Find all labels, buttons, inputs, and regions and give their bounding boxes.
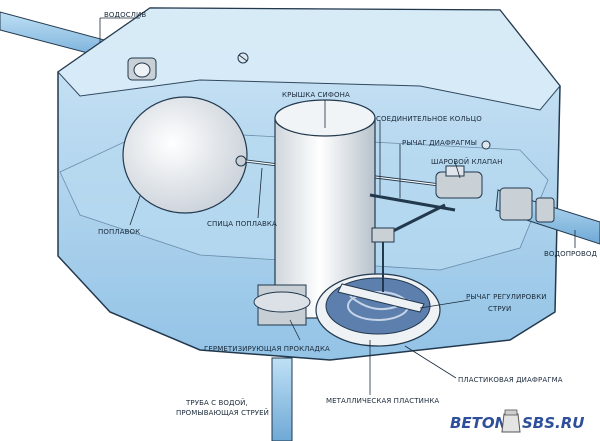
water-supply-pipe <box>495 187 600 245</box>
label-diaphragm-lever: РЫЧАГ ДИАФРАГМЫ <box>402 139 477 147</box>
label-coupling-ring: СОЕДИНИТЕЛЬНОЕ КОЛЬЦО <box>376 115 482 123</box>
label-metal-plate: МЕТАЛЛИЧЕСКАЯ ПЛАСТИНКА <box>326 397 439 405</box>
lid-screw-icon <box>237 52 491 150</box>
watermark-left: BETON <box>450 414 508 432</box>
overflow-fitting <box>127 57 157 81</box>
watermark-right: SBS.RU <box>522 414 584 432</box>
label-overflow: ВОДОСЛИВ <box>104 11 146 19</box>
diaphragm-linkage <box>369 193 456 292</box>
jet-lever <box>337 283 425 313</box>
label-sealing-gasket: ГЕРМЕТИЗИРУЮЩАЯ ПРОКЛАДКА <box>204 345 330 353</box>
label-siphon-cap: КРЫШКА СИФОНА <box>282 91 350 99</box>
label-float-spoke: СПИЦА ПОПЛАВКА <box>207 220 277 228</box>
label-float: ПОПЛАВОК <box>98 228 140 236</box>
leader-lines <box>99 17 576 395</box>
label-jet-lever-line2: СТРУИ <box>488 305 511 313</box>
watermark: BETON SBS.RU <box>450 409 584 433</box>
label-ball-valve: ШАРОВОЙ КЛАПАН <box>431 157 503 166</box>
float-ball <box>122 96 248 214</box>
ball-valve <box>435 165 483 199</box>
label-water-supply: ВОДОПРОВОД <box>544 250 597 258</box>
cement-bag-icon <box>501 409 521 433</box>
label-jet-lever-line1: РЫЧАГ РЕГУЛИРОВКИ <box>466 293 547 301</box>
label-flush-pipe-line1: ТРУБА С ВОДОЙ, <box>185 398 248 407</box>
label-plastic-diaphragm: ПЛАСТИКОВАЯ ДИАФРАГМА <box>458 376 563 384</box>
label-flush-pipe-line2: ПРОМЫВАЮЩАЯ СТРУЕЙ <box>176 408 269 417</box>
flush-pipe <box>271 357 293 441</box>
